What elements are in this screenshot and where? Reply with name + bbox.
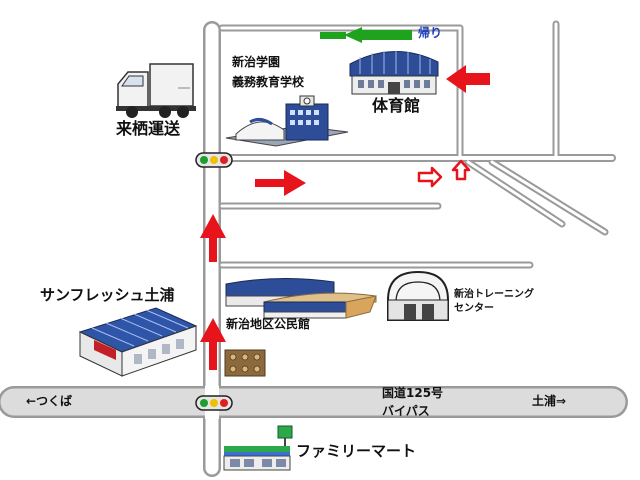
kominkan-label: 新治地区公民館 <box>226 317 311 331</box>
school-building-icon <box>225 95 349 147</box>
traffic-light-upper-icon <box>195 152 233 168</box>
small-outline-arrows <box>417 159 471 188</box>
convenience-store-icon <box>223 425 293 471</box>
training-center-label-line2: センター <box>454 303 494 314</box>
sunfresh-label: サンフレッシュ土浦 <box>40 286 175 304</box>
familymart-label: ファミリーマート <box>296 442 417 460</box>
up-arrow-icon <box>200 214 226 262</box>
right-arrow-outline-icon <box>417 166 443 188</box>
return-arrow-icon <box>344 27 412 43</box>
gymnasium-icon <box>349 51 439 95</box>
return-label: 帰り <box>418 26 443 40</box>
up-arrow-outline-icon <box>451 159 471 181</box>
direction-tsukuba: ←つくば <box>26 394 73 408</box>
gym-label: 体育館 <box>372 96 421 115</box>
route-label-line1: 国道125号 <box>382 386 444 400</box>
supermarket-icon <box>78 307 198 377</box>
field-icon <box>224 349 266 377</box>
up-arrow-icon <box>200 318 226 370</box>
training-center-icon <box>387 270 449 321</box>
right-arrow-icon <box>255 170 306 196</box>
training-center-label-line1: 新治トレーニング <box>454 289 534 300</box>
route-arrows <box>200 65 490 370</box>
community-center-icon <box>225 277 377 319</box>
route-label-line2: バイパス <box>382 404 430 418</box>
traffic-light-lower-icon <box>195 395 233 411</box>
direction-tsuchiura: 土浦⇒ <box>532 394 567 408</box>
left-arrow-icon <box>446 65 490 93</box>
truck-icon <box>116 63 196 118</box>
school-name-line2: 義務教育学校 <box>232 75 305 89</box>
kurusu-label: 来栖運送 <box>116 119 181 138</box>
school-name-line1: 新治学園 <box>232 55 281 69</box>
